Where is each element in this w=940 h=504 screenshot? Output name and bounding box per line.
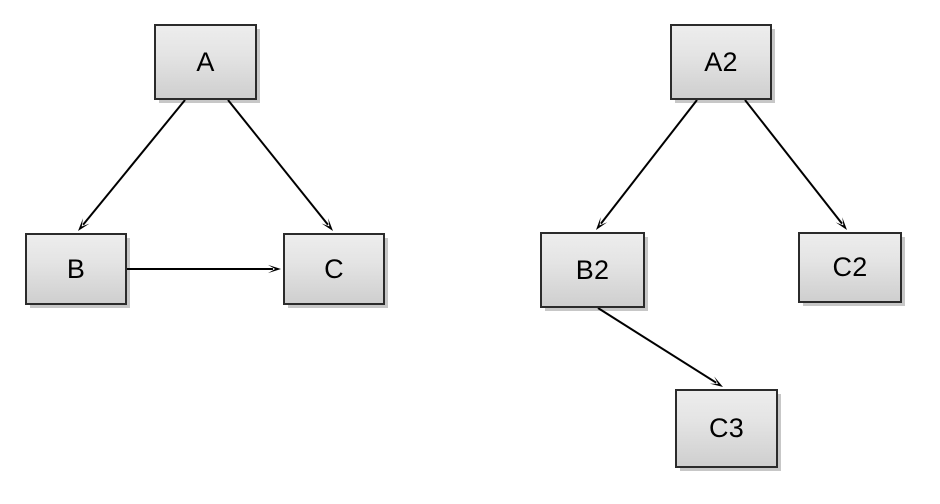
edge-a-to-c: [227, 99, 333, 231]
arrowhead-icon: [835, 217, 847, 230]
edge-b2-to-c3: [597, 307, 723, 387]
node-label: B2: [575, 254, 610, 285]
node-b[interactable]: B: [25, 233, 127, 305]
node-label: C2: [832, 252, 868, 282]
node-a2[interactable]: A2: [670, 24, 772, 100]
node-label: C: [324, 253, 344, 284]
edge-a-to-b: [78, 99, 186, 231]
edge-line: [82, 99, 186, 226]
arrowhead-icon: [596, 217, 608, 230]
node-label: B: [66, 253, 86, 284]
edge-b-to-c: [127, 264, 281, 274]
node-a[interactable]: A: [154, 24, 257, 100]
arrowhead-icon: [709, 376, 723, 387]
edge-line: [597, 307, 717, 384]
node-b2[interactable]: B2: [540, 232, 645, 308]
edge-line: [600, 99, 698, 225]
node-label: A2: [704, 46, 738, 77]
arrowhead-icon: [321, 218, 333, 231]
node-c3[interactable]: C3: [675, 389, 778, 468]
edge-a2-to-b2: [596, 99, 698, 230]
arrowhead-icon: [78, 218, 90, 231]
node-label: C3: [709, 413, 744, 443]
node-c[interactable]: C: [283, 233, 385, 305]
node-label: A: [196, 46, 215, 77]
edge-a2-to-c2: [744, 99, 847, 230]
edge-line: [744, 99, 843, 225]
node-c2[interactable]: C2: [798, 232, 902, 303]
arrowhead-icon: [268, 264, 281, 274]
edge-line: [227, 99, 329, 226]
